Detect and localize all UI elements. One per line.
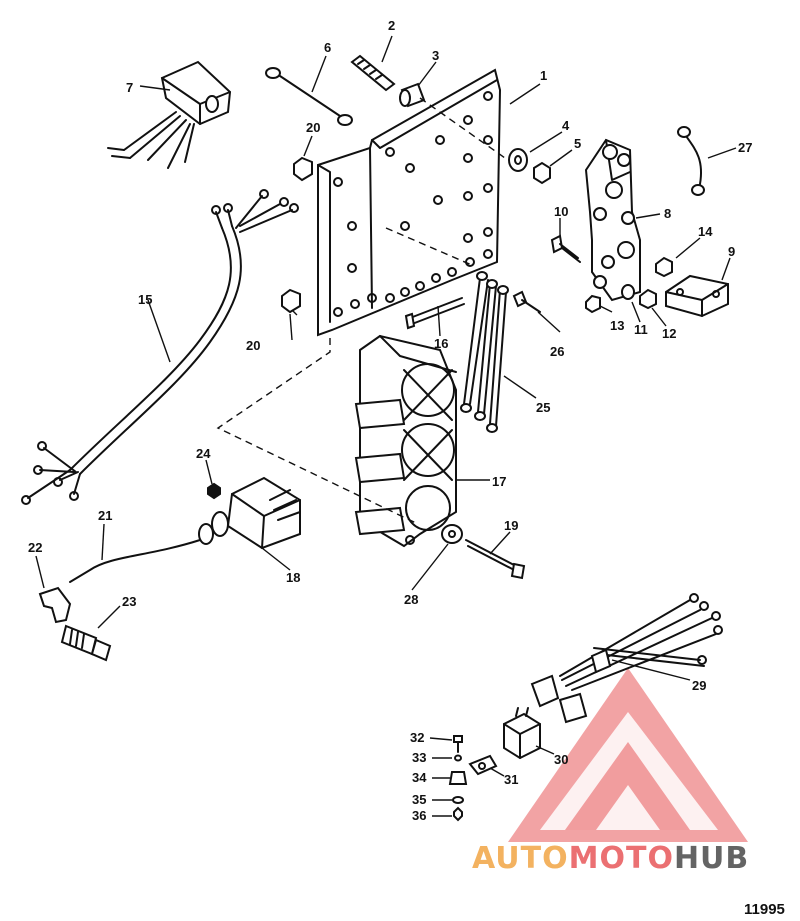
callout-20-lower: 20: [246, 338, 260, 353]
part-32-screw: [453, 735, 463, 753]
part-6-ground-strap: [265, 67, 353, 126]
callout-16: 16: [434, 336, 448, 351]
part-14-nut: [655, 256, 673, 278]
part-8-switch-box: [584, 138, 641, 302]
part-4-washer-hole: [514, 155, 522, 165]
part-35-washer: [452, 796, 464, 804]
callout-4: 4: [562, 118, 570, 133]
part-17-coil-bracket: [354, 334, 457, 548]
part-26-screw: [512, 290, 541, 313]
callout-17: 17: [492, 474, 506, 489]
part-24-nut: [207, 482, 221, 500]
callout-35: 35: [412, 792, 426, 807]
callout-15: 15: [138, 292, 152, 307]
part-28-washer: [441, 524, 463, 544]
part-22-spark-plug-cap: [38, 586, 72, 624]
part-19-bolt: [465, 539, 526, 580]
assembly-dashed-lines: [216, 97, 506, 525]
part-3-spacer: [399, 82, 426, 108]
callout-2: 2: [388, 18, 395, 33]
part-15-wiring-harness: [21, 189, 299, 505]
part-1-mounting-plate: [317, 68, 502, 337]
callout-11: 11: [634, 322, 648, 337]
callout-25: 25: [536, 400, 550, 415]
callout-34: 34: [412, 770, 427, 785]
part-30-relay: [503, 707, 541, 760]
callout-5: 5: [574, 136, 581, 151]
callout-21: 21: [98, 508, 112, 523]
callout-26: 26: [550, 344, 564, 359]
part-7-rectifier: [107, 60, 232, 169]
callout-13: 13: [610, 318, 624, 333]
callout-14: 14: [698, 224, 713, 239]
callout-19: 19: [504, 518, 518, 533]
callout-1: 1: [540, 68, 547, 83]
part-31-relay-bracket: [468, 754, 498, 776]
callout-8: 8: [664, 206, 671, 221]
part-23-spark-plug: [60, 624, 112, 662]
part-20-nut-lower: [281, 288, 301, 314]
callout-24: 24: [196, 446, 211, 461]
part-33-washer: [454, 754, 462, 762]
part-2-stud: [350, 54, 396, 92]
callout-31: 31: [504, 772, 518, 787]
callout-29: 29: [692, 678, 706, 693]
part-18-ignition-coil: [198, 476, 301, 550]
watermark-text: AUTOMOTOHUB: [472, 841, 749, 876]
part-10-screw: [550, 234, 581, 263]
part-5-nut: [533, 161, 551, 185]
part-36-nut: [453, 806, 463, 822]
callout-18: 18: [286, 570, 300, 585]
drawing-number: 11995: [744, 901, 785, 918]
part-20-nut-upper: [293, 156, 313, 182]
watermark-logo: AUTOMOTOHUB: [472, 668, 749, 876]
watermark-triangle-logo: [508, 668, 748, 842]
callout-6: 6: [324, 40, 331, 55]
callout-32: 32: [410, 730, 424, 745]
callout-20-upper: 20: [306, 120, 320, 135]
part-27-jumper-wire: [677, 126, 705, 196]
part-21-high-tension-lead: [69, 539, 201, 583]
callout-9: 9: [728, 244, 735, 259]
callout-33: 33: [412, 750, 426, 765]
part-13-nut: [585, 294, 601, 314]
callout-3: 3: [432, 48, 439, 63]
callout-36: 36: [412, 808, 426, 823]
callout-7: 7: [126, 80, 133, 95]
callout-12: 12: [662, 326, 676, 341]
part-28-washer-hole: [448, 530, 456, 538]
callout-labels: 1 2 3 4 5 6 7 8 9 10 11 12 13 14 15 16 1…: [28, 18, 752, 823]
part-34-grommet: [448, 771, 468, 785]
callout-27: 27: [738, 140, 752, 155]
part-25-leads: [460, 271, 509, 433]
part-9-terminal-block: [665, 274, 729, 318]
callout-28: 28: [404, 592, 418, 607]
part-29-wiring-harness: [530, 593, 723, 724]
callout-23: 23: [122, 594, 136, 609]
leader-lines: [35, 35, 737, 817]
part-11-washer: [621, 284, 635, 300]
callout-10: 10: [554, 204, 568, 219]
callout-30: 30: [554, 752, 568, 767]
part-4-washer: [508, 148, 528, 172]
callout-22: 22: [28, 540, 42, 555]
part-16-screw: [404, 297, 465, 330]
part-12-nut: [639, 288, 657, 310]
